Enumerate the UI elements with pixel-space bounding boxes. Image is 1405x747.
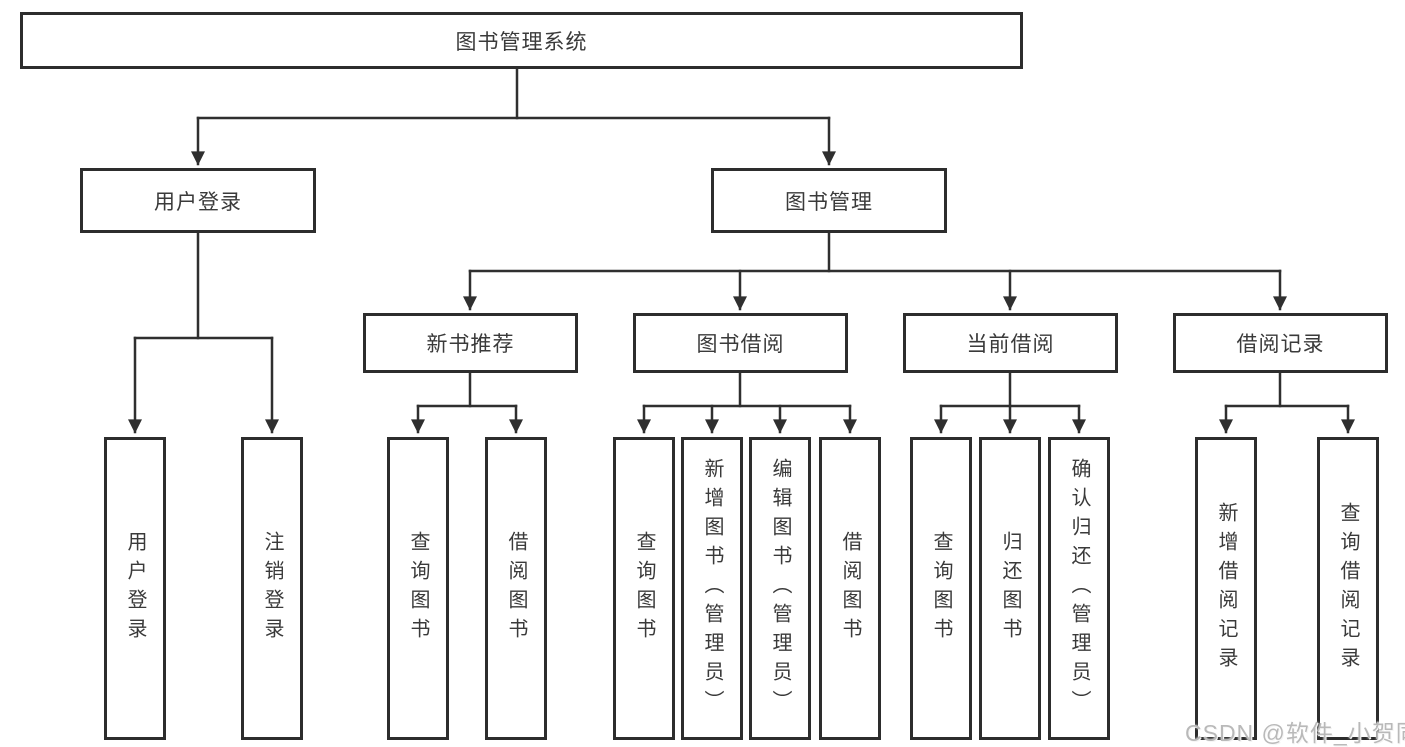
leaf-recommend-borrow-books: 借阅图书	[485, 437, 547, 740]
leaf-edit-books-admin: 编辑图书（管理员）	[749, 437, 811, 740]
node-book-borrow-label: 图书借阅	[696, 333, 785, 356]
node-book-management: 图书管理	[711, 168, 947, 233]
leaf-current-query-books: 查询图书	[910, 437, 972, 740]
leaf-add-books-admin-label: 新增图书（管理员）	[701, 458, 723, 719]
node-user-login: 用户登录	[80, 168, 316, 233]
leaf-add-borrow-record-label: 新增借阅记录	[1215, 501, 1237, 676]
leaf-borrow-query-books-label: 查询图书	[633, 530, 655, 647]
node-current-borrow-label: 当前借阅	[966, 333, 1055, 356]
leaf-confirm-return-admin: 确认归还（管理员）	[1048, 437, 1110, 740]
node-new-book-recommend: 新书推荐	[363, 313, 578, 373]
leaf-add-borrow-record: 新增借阅记录	[1195, 437, 1257, 740]
leaf-return-books: 归还图书	[979, 437, 1041, 740]
leaf-query-borrow-record-label: 查询借阅记录	[1337, 501, 1359, 676]
leaf-user-login-label: 用户登录	[124, 530, 146, 647]
node-root-system: 图书管理系统	[20, 12, 1023, 69]
leaf-edit-books-admin-label: 编辑图书（管理员）	[769, 458, 791, 719]
leaf-return-books-label: 归还图书	[999, 530, 1021, 647]
node-borrow-record: 借阅记录	[1173, 313, 1388, 373]
leaf-borrow-query-books: 查询图书	[613, 437, 675, 740]
csdn-watermark: CSDN @软件_小贺同学	[1185, 720, 1405, 746]
leaf-confirm-return-admin-label: 确认归还（管理员）	[1068, 458, 1090, 719]
leaf-query-borrow-record: 查询借阅记录	[1317, 437, 1379, 740]
node-borrow-record-label: 借阅记录	[1236, 333, 1325, 356]
leaf-current-query-books-label: 查询图书	[930, 530, 952, 647]
leaf-recommend-query-books: 查询图书	[387, 437, 449, 740]
leaf-logout-label: 注销登录	[261, 530, 283, 647]
node-book-borrow: 图书借阅	[633, 313, 848, 373]
node-root-label: 图书管理系统	[455, 30, 588, 54]
leaf-recommend-borrow-books-label: 借阅图书	[505, 530, 527, 647]
node-user-login-label: 用户登录	[154, 190, 242, 214]
leaf-logout: 注销登录	[241, 437, 303, 740]
leaf-borrow-books: 借阅图书	[819, 437, 881, 740]
leaf-borrow-books-label: 借阅图书	[839, 530, 861, 647]
node-current-borrow: 当前借阅	[903, 313, 1118, 373]
leaf-user-login: 用户登录	[104, 437, 166, 740]
leaf-recommend-query-books-label: 查询图书	[407, 530, 429, 647]
leaf-add-books-admin: 新增图书（管理员）	[681, 437, 743, 740]
node-new-book-recommend-label: 新书推荐	[426, 333, 515, 356]
node-book-management-label: 图书管理	[785, 190, 873, 214]
